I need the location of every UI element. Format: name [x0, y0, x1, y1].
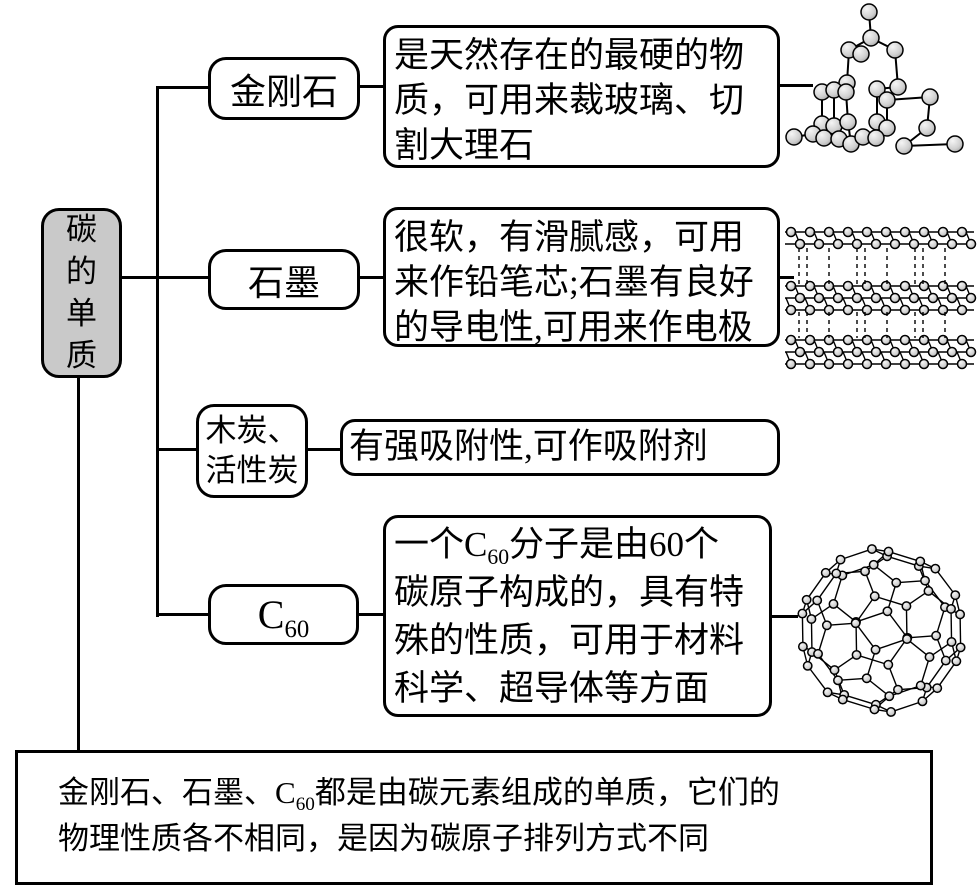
graphite-desc-connector: [359, 276, 384, 279]
diamond-description-line: 质，可用来裁玻璃、切: [394, 81, 745, 120]
graphite-layer-structure-image: [785, 226, 977, 370]
diamond-desc-connector: [359, 85, 384, 88]
node-c60-label: C60: [257, 592, 310, 643]
c60-description-line: 一个C60分子是由60个: [394, 525, 720, 569]
c60-description-line: 碳原子构成的，具有特: [394, 573, 745, 612]
branch-line-diamond: [156, 86, 209, 89]
node-diamond-label: 金刚石: [229, 71, 338, 112]
diamond-crystal-structure-image: [785, 3, 964, 155]
graphite-description-line: 的导电性,可用来作电极: [394, 308, 753, 347]
c60-description: 一个C60分子是由60个 碳原子构成的，具有特 殊的性质，可用于材料 科学、超导…: [383, 515, 772, 717]
diamond-description-line: 割大理石: [394, 126, 535, 165]
diamond-image-connector: [779, 84, 813, 87]
root-node-carbon-elements: 碳的单质: [41, 208, 122, 378]
charcoal-desc-connector: [307, 448, 341, 451]
node-c60: C60: [208, 584, 359, 645]
summary-line2: 物理性质各不相同，是因为碳原子排列方式不同: [58, 821, 709, 856]
graphite-description-line: 很软，有滑腻感，可用: [394, 218, 745, 257]
node-charcoal-label-line1: 木炭、: [205, 413, 299, 448]
diamond-description: 是天然存在的最硬的物 质，可用来裁玻璃、切 割大理石: [383, 25, 780, 168]
root-node-label: 碳的单质: [66, 212, 97, 373]
summary-box: 金刚石、石墨、C60都是由碳元素组成的单质，它们的 物理性质各不相同，是因为碳原…: [15, 750, 933, 885]
c60-buckyball-structure-image: [797, 544, 966, 717]
c60-description-line: 科学、超导体等方面: [394, 669, 710, 708]
graphite-description-line: 来作铅笔芯;石墨有良好: [394, 263, 754, 302]
diamond-description-line: 是天然存在的最硬的物: [394, 36, 745, 75]
c60-description-line: 殊的性质，可用于材料: [394, 621, 745, 660]
branch-line-c60: [156, 613, 209, 616]
branch-line-graphite: [121, 276, 209, 279]
node-graphite: 石墨: [208, 249, 360, 310]
trunk-connector-line: [156, 86, 159, 617]
graphite-description: 很软，有滑腻感，可用 来作铅笔芯;石墨有良好 的导电性,可用来作电极: [383, 207, 780, 347]
node-graphite-label: 石墨: [247, 262, 320, 303]
node-diamond: 金刚石: [208, 57, 360, 120]
charcoal-description-line: 有强吸附性,可作吸附剂: [349, 427, 708, 466]
charcoal-description: 有强吸附性,可作吸附剂: [340, 419, 780, 476]
c60-image-connector: [770, 615, 798, 618]
graphite-image-connector: [779, 276, 794, 279]
summary-line1: 金刚石、石墨、C60都是由碳元素组成的单质，它们的: [58, 775, 780, 816]
branch-line-charcoal: [156, 448, 197, 451]
node-charcoal-label-line2: 活性炭: [205, 453, 299, 488]
c60-desc-connector: [358, 613, 384, 616]
node-charcoal-activated-carbon: 木炭、 活性炭: [196, 404, 308, 498]
root-to-summary-line: [77, 377, 80, 750]
